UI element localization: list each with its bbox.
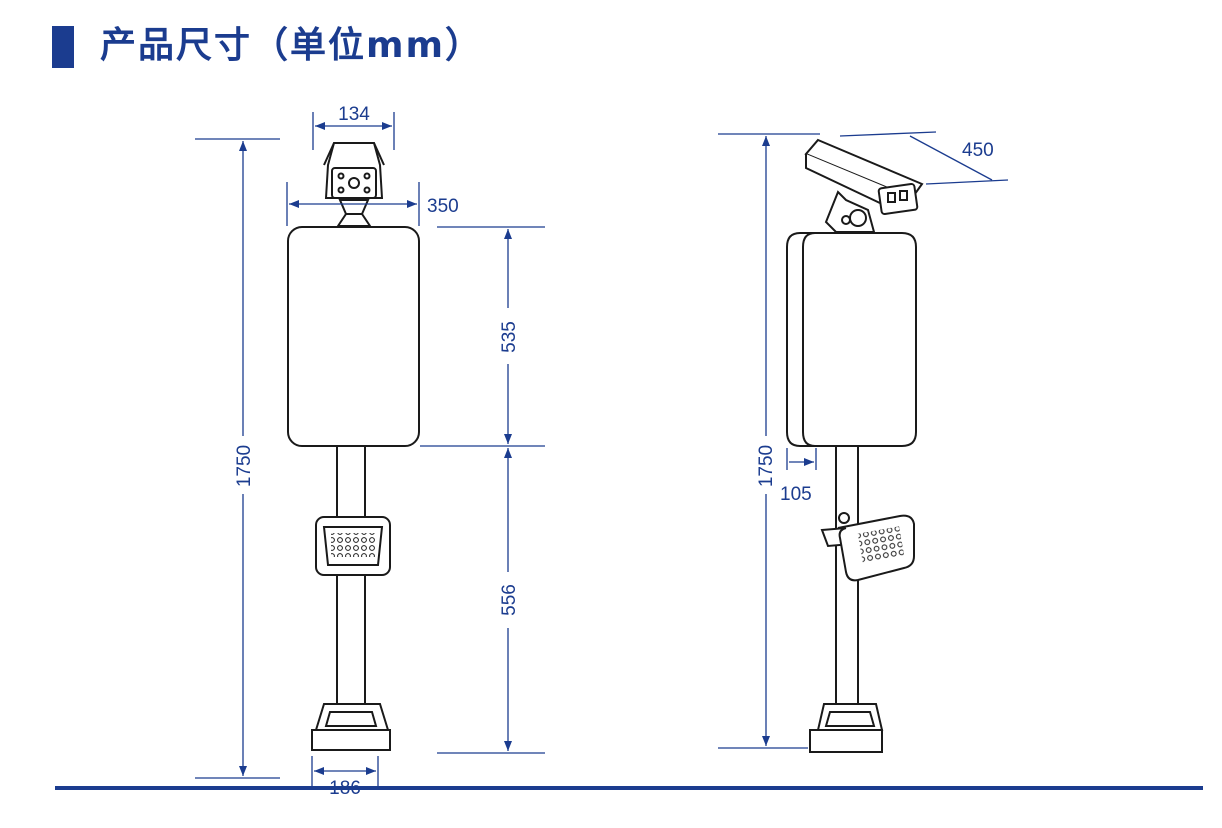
page-title: 产品尺寸（单位mm） bbox=[100, 25, 484, 66]
front-camera-icon bbox=[323, 142, 385, 227]
front-view bbox=[287, 142, 420, 751]
side-dimensions bbox=[718, 131, 1009, 749]
dim-front-total-height: 1750 bbox=[234, 445, 255, 487]
dim-side-total-height: 1750 bbox=[756, 445, 777, 487]
title-accent-bar bbox=[52, 26, 74, 68]
side-display-panel bbox=[786, 232, 917, 447]
dim-camera-width: 134 bbox=[338, 104, 370, 125]
dim-sign-width: 350 bbox=[427, 196, 459, 217]
front-base bbox=[311, 703, 391, 751]
front-dimensions bbox=[195, 112, 545, 786]
dim-camera-length: 450 bbox=[962, 140, 994, 161]
dim-offset: 105 bbox=[780, 484, 812, 505]
bottom-rule bbox=[55, 786, 1203, 790]
side-speaker-icon bbox=[820, 514, 915, 582]
side-base bbox=[809, 703, 884, 753]
side-pole bbox=[835, 445, 859, 725]
front-display-panel bbox=[287, 226, 420, 447]
front-pole bbox=[336, 445, 366, 725]
side-view bbox=[786, 138, 924, 753]
side-camera-icon bbox=[804, 138, 924, 233]
dim-pole-height: 556 bbox=[499, 584, 520, 616]
dim-sign-height: 535 bbox=[499, 321, 520, 353]
front-speaker-icon bbox=[315, 516, 391, 576]
